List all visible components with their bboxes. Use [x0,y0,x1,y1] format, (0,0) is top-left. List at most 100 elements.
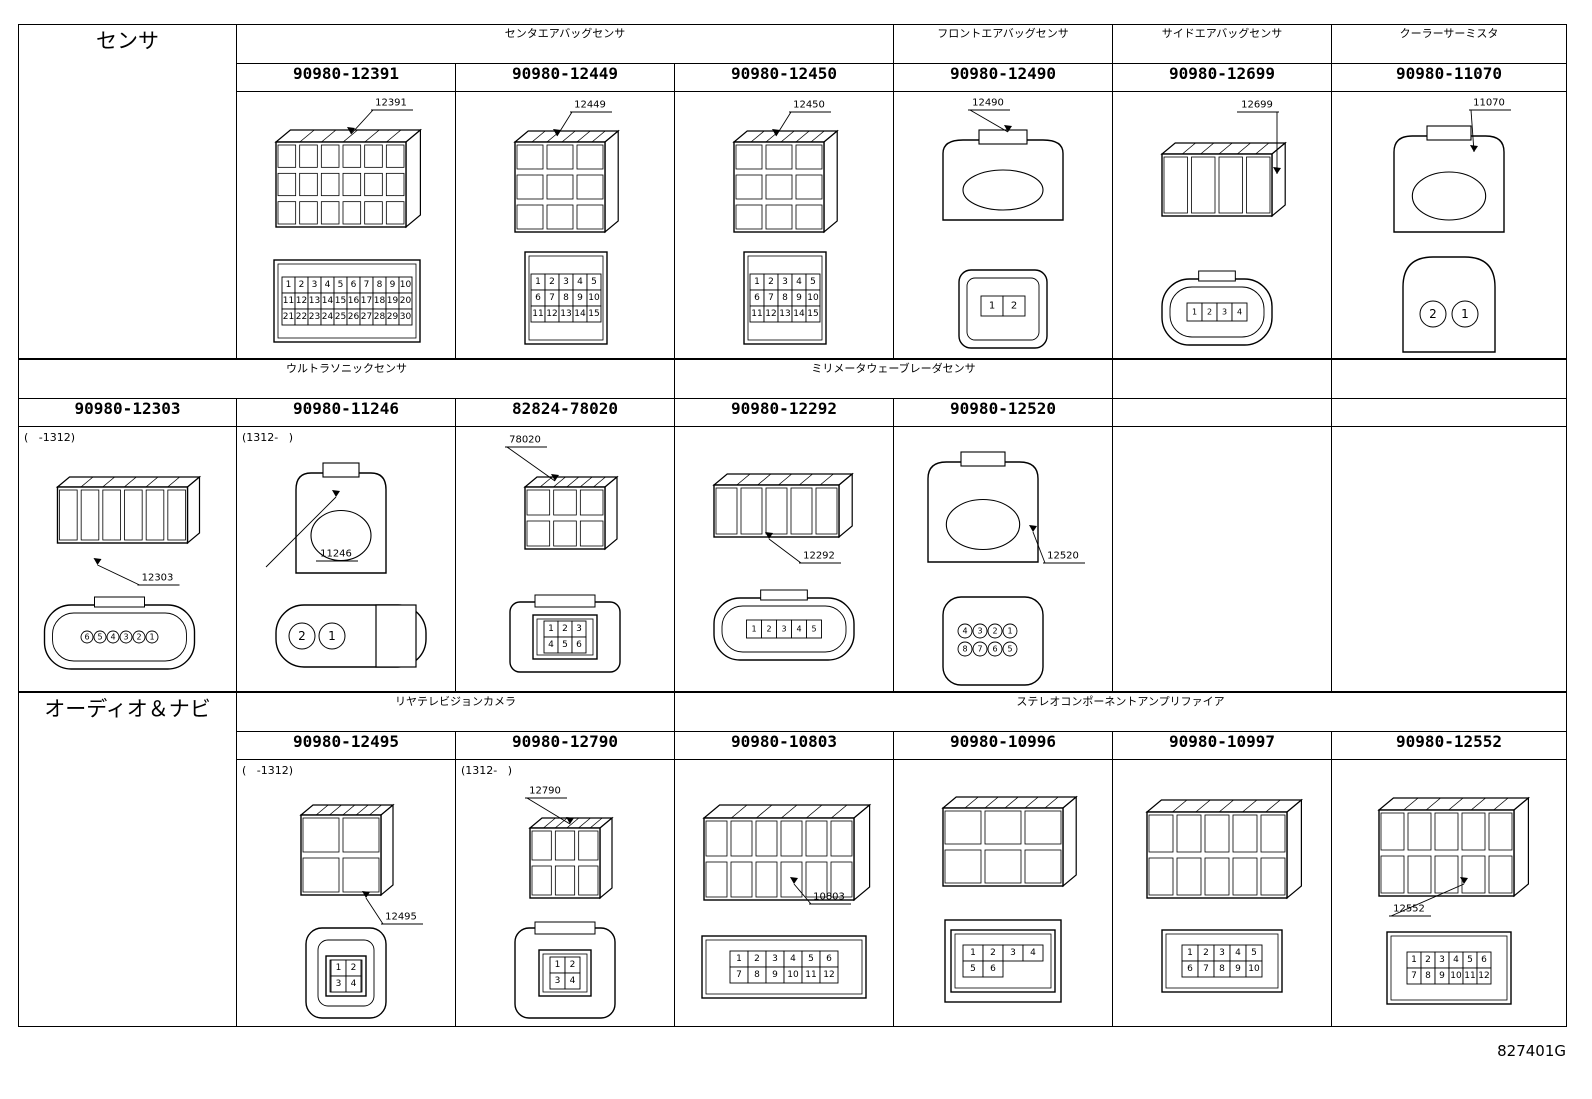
svg-text:4: 4 [796,277,802,287]
svg-text:10: 10 [787,970,799,980]
svg-text:28: 28 [374,312,386,322]
svg-text:12: 12 [546,309,557,319]
svg-text:6: 6 [1187,964,1193,974]
part-number: 90980-12520 [893,398,1114,427]
svg-text:3: 3 [123,633,128,642]
svg-text:11: 11 [805,970,816,980]
svg-text:3: 3 [336,979,342,989]
svg-text:1: 1 [336,963,342,973]
part-number: 90980-12552 [1331,731,1568,760]
svg-text:4: 4 [110,633,115,642]
callout-label: 12552 [1393,904,1425,915]
svg-text:1: 1 [1187,948,1193,958]
svg-text:1: 1 [970,948,976,958]
part-number: 90980-11070 [1331,63,1568,92]
svg-text:1: 1 [1461,307,1469,321]
part-number: 90980-11246 [236,398,456,427]
svg-text:9: 9 [772,970,778,980]
variant-note: (1312- ) [242,431,294,444]
svg-text:18: 18 [374,296,386,306]
svg-text:13: 13 [779,309,790,319]
svg-text:14: 14 [322,296,334,306]
empty-cell [1112,426,1333,693]
svg-text:4: 4 [796,625,801,634]
part-number: 90980-12391 [236,63,456,92]
svg-text:1: 1 [1192,308,1197,317]
svg-text:3: 3 [781,625,786,634]
svg-text:9: 9 [390,280,396,290]
svg-text:5: 5 [591,277,597,287]
svg-text:2: 2 [1207,308,1212,317]
svg-text:4: 4 [325,280,331,290]
svg-text:2: 2 [1011,301,1017,312]
svg-text:13: 13 [560,309,571,319]
svg-text:20: 20 [400,296,412,306]
svg-text:2: 2 [754,954,760,964]
svg-text:5: 5 [1251,948,1257,958]
callout-label: 12391 [375,98,407,109]
callout-label: 10803 [813,892,845,903]
callout-label: 12495 [385,912,417,923]
part-number [1112,398,1333,427]
svg-text:5: 5 [970,964,976,974]
part-number: 90980-12699 [1112,63,1333,92]
svg-text:26: 26 [348,312,360,322]
svg-text:14: 14 [793,309,805,319]
svg-text:5: 5 [338,280,344,290]
svg-text:9: 9 [1439,971,1445,981]
svg-text:2: 2 [1429,307,1437,321]
group-title: ウルトラソニックセンサ [18,358,675,399]
callout-label: 12450 [793,100,825,111]
svg-text:2: 2 [992,627,997,636]
svg-text:4: 4 [548,640,554,650]
svg-text:22: 22 [296,312,307,322]
row-label-sensor: センサ [18,24,237,360]
group-title [1112,358,1333,399]
svg-text:6: 6 [992,645,997,654]
svg-text:10: 10 [807,293,819,303]
svg-text:1: 1 [149,633,154,642]
svg-text:11: 11 [283,296,294,306]
svg-text:7: 7 [1203,964,1209,974]
group-title: リヤテレビジョンカメラ [236,691,675,732]
svg-text:2: 2 [768,277,774,287]
svg-text:3: 3 [576,624,582,634]
group-title: センタエアバッグセンサ [235,24,895,64]
svg-text:25: 25 [335,312,346,322]
svg-text:10: 10 [1450,971,1462,981]
svg-text:19: 19 [387,296,399,306]
svg-text:4: 4 [1453,955,1459,965]
svg-text:4: 4 [1237,308,1242,317]
svg-text:4: 4 [1030,948,1036,958]
svg-text:7: 7 [768,293,774,303]
svg-text:8: 8 [962,645,967,654]
svg-text:10: 10 [400,280,412,290]
svg-text:3: 3 [1439,955,1445,965]
part-number [1331,398,1568,427]
svg-text:3: 3 [1219,948,1225,958]
callout-label: 12449 [574,100,606,111]
svg-text:11: 11 [1464,971,1475,981]
svg-text:3: 3 [782,277,788,287]
empty-cell [1331,426,1568,693]
svg-text:23: 23 [309,312,320,322]
svg-text:6: 6 [754,293,760,303]
svg-text:2: 2 [1425,955,1431,965]
svg-text:7: 7 [364,280,370,290]
svg-text:2: 2 [990,948,996,958]
svg-text:12: 12 [765,309,776,319]
svg-text:4: 4 [962,627,967,636]
